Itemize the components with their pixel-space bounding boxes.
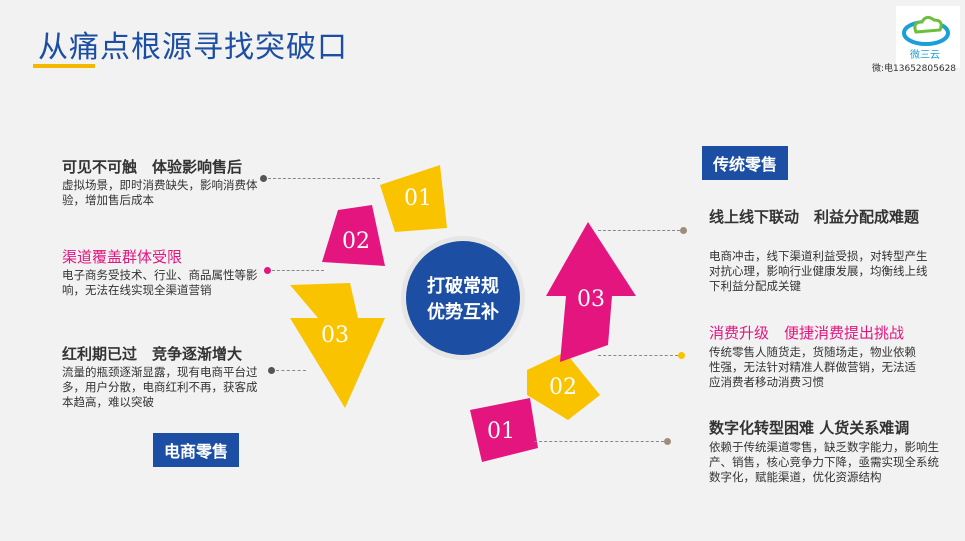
connector-line (598, 230, 680, 231)
logo-text: 微三云 (910, 50, 940, 61)
right-desc-1: 电商冲击，线下渠道利益受损，对转型产生对抗心理，影响行业健康发展，均衡线上线下利… (709, 249, 928, 293)
title-underline (33, 64, 95, 68)
cloud-logo-icon (902, 15, 950, 46)
connector-line (276, 370, 306, 371)
connector-dot (264, 267, 271, 274)
left-arrow-01 (380, 165, 447, 232)
left-desc-1: 虚拟场景，即时消费缺失，影响消费体验，增加售后成本 (62, 178, 258, 207)
right-heading-2: 消费升级 便捷消费提出挑战 (709, 324, 905, 342)
right-num-03: 03 (577, 287, 605, 312)
connector-line (272, 270, 324, 271)
center-line1: 打破常规 (427, 276, 499, 297)
contact-phone: 微:电13652805628 (872, 64, 957, 74)
connector-line (268, 178, 380, 179)
logo: 微三云 (896, 6, 960, 68)
right-arrow-03 (546, 222, 636, 362)
connector-dot (268, 367, 275, 374)
right-arrow-02 (527, 352, 600, 420)
left-heading-3: 红利期已过 竞争逐渐增大 (62, 345, 243, 363)
left-desc-2: 电子商务受技术、行业、商品属性等影响，无法在线实现全渠道营销 (62, 268, 258, 297)
left-arrow-03 (290, 283, 385, 408)
right-heading-1: 线上线下联动 利益分配成难题 (709, 208, 920, 226)
connector-dot (664, 438, 671, 445)
left-desc-3: 流量的瓶颈逐渐显露，现有电商平台过多，用户分散，电商红利不再，获客成本趋高，难以… (62, 365, 258, 409)
left-num-02: 02 (342, 229, 370, 254)
left-arrow-02 (322, 205, 385, 266)
right-heading-3: 数字化转型困难 人货关系难调 (709, 419, 910, 437)
right-num-01: 01 (487, 419, 515, 444)
connector-line (598, 355, 678, 356)
connector-dot (260, 175, 267, 182)
center-circle: 打破常规 优势互补 (406, 241, 520, 355)
connector-line (534, 441, 664, 442)
right-arrow-01 (470, 398, 538, 462)
right-num-02: 02 (549, 375, 577, 400)
ecommerce-badge: 电商零售 (153, 433, 240, 467)
connector-dot (680, 227, 687, 234)
right-desc-3: 依赖于传统渠道零售，缺乏数字能力，影响生产、销售，核心竞争力下降，亟需实现全系统… (709, 440, 939, 484)
center-line2: 优势互补 (427, 302, 499, 323)
traditional-badge: 传统零售 (702, 146, 789, 180)
connector-dot (678, 352, 685, 359)
left-heading-2: 渠道覆盖群体受限 (62, 248, 183, 266)
left-num-01: 01 (404, 186, 432, 211)
left-num-03: 03 (321, 323, 349, 348)
right-desc-2: 传统零售人随货走，货随场走，物业依赖性强，无法针对精准人群做营销，无法适应消费者… (709, 345, 916, 389)
left-heading-1: 可见不可触 体验影响售后 (62, 158, 243, 176)
page-title: 从痛点根源寻找突破口 (38, 30, 348, 65)
